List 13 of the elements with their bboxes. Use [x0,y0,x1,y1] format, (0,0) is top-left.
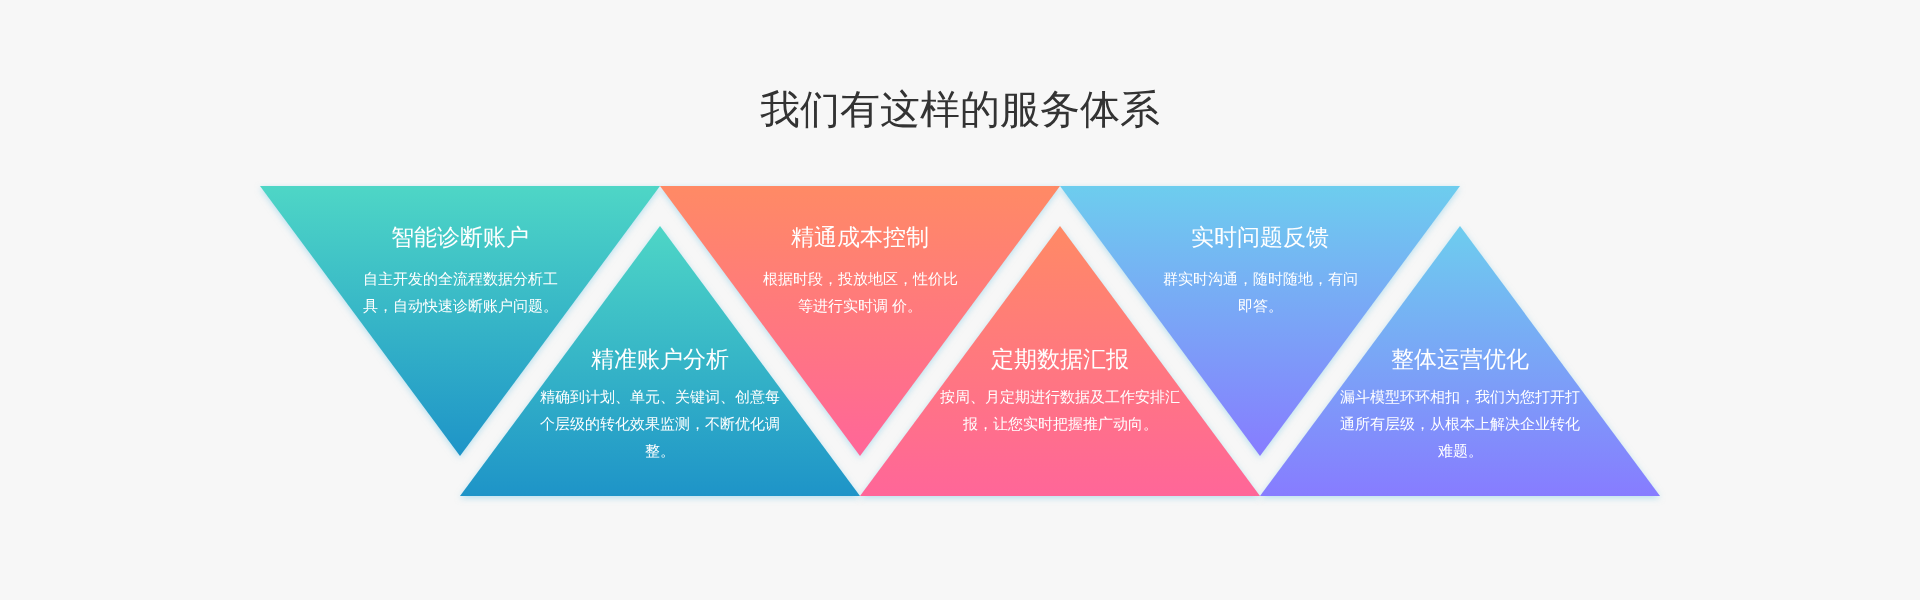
panel-description: 根据时段，投放地区，性价比等进行实时调 价。 [761,270,959,316]
panel-description: 群实时沟通，随时随地，有问即答。 [1161,270,1359,316]
panel-heading: 智能诊断账户 [390,223,530,252]
panel-description: 自主开发的全流程数据分析工具，自动快速诊断账户问题。 [361,270,559,316]
panel-description: 漏斗模型环环相扣，我们为您打开打通所有层级，从根本上解决企业转化难题。 [1339,388,1581,461]
panel-heading: 精准账户分析 [590,345,730,374]
panel-description: 按周、月定期进行数据及工作安排汇报，让您实时把握推广动向。 [939,388,1181,434]
panel-heading: 整体运营优化 [1390,345,1530,374]
panel-heading: 精通成本控制 [790,223,930,252]
panel-heading: 实时问题反馈 [1190,223,1330,252]
panel-heading: 定期数据汇报 [990,345,1130,374]
panel-description: 精确到计划、单元、关键词、创意每个层级的转化效果监测，不断优化调整。 [539,388,781,461]
page-title: 我们有这样的服务体系 [759,85,1161,134]
